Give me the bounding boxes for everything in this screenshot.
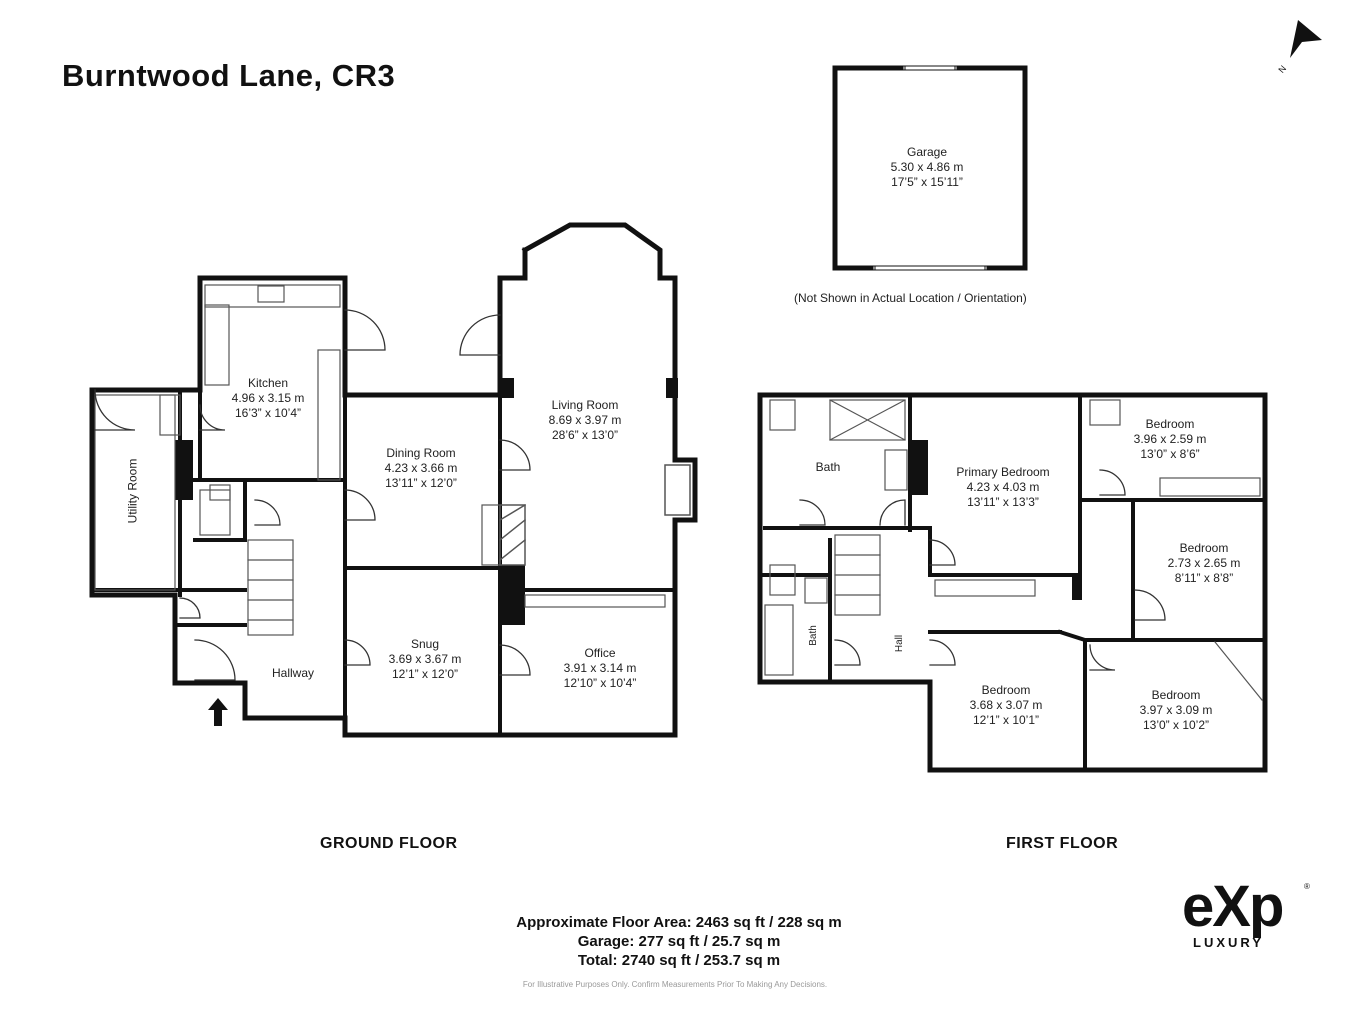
room-imperial: 16’3” x 10’4” (234, 406, 302, 420)
room-name: Bedroom (1145, 417, 1195, 431)
compass-letter: N (1276, 64, 1288, 75)
approx-area: Approximate Floor Area: 2463 sq ft / 228… (516, 914, 842, 931)
room-name: Bedroom (1179, 541, 1229, 555)
garage-area: Garage: 277 sq ft / 25.7 sq m (577, 933, 781, 950)
room-imperial: 12’1” x 10’1” (972, 713, 1040, 727)
room-label-primary-bedroom: Primary Bedroom 4.23 x 4.03 m 13’11” x 1… (956, 465, 1049, 510)
garage-note: (Not Shown in Actual Location / Orientat… (794, 291, 1027, 305)
room-name: Bedroom (981, 683, 1031, 697)
room-label-kitchen: Kitchen 4.96 x 3.15 m 16’3” x 10’4” (232, 376, 305, 421)
room-metric: 3.97 x 3.09 m (1139, 703, 1213, 717)
room-name: Living Room (551, 398, 619, 412)
room-name: Kitchen (247, 376, 289, 390)
room-label-hall: Hall (894, 634, 906, 653)
room-metric: 2.73 x 2.65 m (1167, 556, 1241, 570)
room-imperial: 13’11” x 12’0” (385, 476, 457, 490)
room-name: Dining Room (386, 446, 456, 460)
page-title: Burntwood Lane, CR3 (62, 58, 396, 93)
room-metric: 3.69 x 3.67 m (388, 652, 462, 666)
room-label-utility: Utility Room (125, 458, 140, 524)
room-metric: 5.30 x 4.86 m (890, 160, 964, 174)
room-label-bath-2: Bath (807, 625, 819, 646)
exp-logo-subtitle: LUXURY (1193, 935, 1264, 950)
room-label-bedroom-2: Bedroom 2.73 x 2.65 m 8’11” x 8’8” (1168, 541, 1241, 586)
room-metric: 4.23 x 3.66 m (384, 461, 458, 475)
room-name: Hallway (271, 666, 315, 680)
room-name: Garage (906, 145, 948, 159)
room-name: Snug (410, 637, 440, 651)
first-floor-label: FIRST FLOOR (1006, 835, 1119, 852)
room-label-bedroom-1: Bedroom 3.96 x 2.59 m 13’0” x 8’6” (1134, 417, 1207, 462)
room-label-bedroom-4: Bedroom 3.97 x 3.09 m 13’0” x 10’2” (1140, 688, 1213, 733)
floor-area-summary: Approximate Floor Area: 2463 sq ft / 228… (0, 913, 1350, 970)
exp-logo: eXp (1182, 874, 1284, 939)
room-imperial: 8’11” x 8’8” (1174, 571, 1234, 585)
room-label-garage: Garage 5.30 x 4.86 m 17’5” x 15’11” (891, 145, 964, 190)
room-imperial: 12’10” x 10’4” (563, 676, 637, 690)
room-label-dining: Dining Room 4.23 x 3.66 m 13’11” x 12’0” (385, 446, 458, 491)
ground-floor-label: GROUND FLOOR (320, 835, 458, 852)
room-label-snug: Snug 3.69 x 3.67 m 12’1” x 12’0” (389, 637, 462, 682)
total-area: Total: 2740 sq ft / 253.7 sq m (577, 952, 781, 969)
room-metric: 8.69 x 3.97 m (548, 413, 622, 427)
room-label-hallway: Hallway (272, 666, 314, 681)
room-metric: 3.91 x 3.14 m (563, 661, 637, 675)
room-imperial: 28’6” x 13’0” (551, 428, 619, 442)
room-label-bedroom-3: Bedroom 3.68 x 3.07 m 12’1” x 10’1” (970, 683, 1043, 728)
room-label-living: Living Room 8.69 x 3.97 m 28’6” x 13’0” (549, 398, 622, 443)
room-metric: 4.96 x 3.15 m (231, 391, 305, 405)
room-name: Primary Bedroom (956, 465, 1050, 479)
north-compass-icon: N (1272, 20, 1322, 76)
room-label-office: Office 3.91 x 3.14 m 12’10” x 10’4” (564, 646, 637, 691)
room-metric: 3.96 x 2.59 m (1133, 432, 1207, 446)
room-imperial: 12’1” x 12’0” (391, 667, 459, 681)
room-name: Bath (815, 460, 841, 474)
room-imperial: 13’11” x 13’3” (967, 495, 1039, 509)
room-imperial: 13’0” x 10’2” (1142, 718, 1210, 732)
room-metric: 3.68 x 3.07 m (969, 698, 1043, 712)
room-name: Office (584, 646, 616, 660)
room-name: Bedroom (1151, 688, 1201, 702)
room-imperial: 13’0” x 8’6” (1140, 447, 1200, 461)
room-label-bath: Bath (816, 460, 841, 475)
room-metric: 4.23 x 4.03 m (966, 480, 1040, 494)
registered-mark: ® (1304, 882, 1310, 891)
room-imperial: 17’5” x 15’11” (891, 175, 963, 189)
disclaimer: For Illustrative Purposes Only. Confirm … (522, 980, 828, 989)
